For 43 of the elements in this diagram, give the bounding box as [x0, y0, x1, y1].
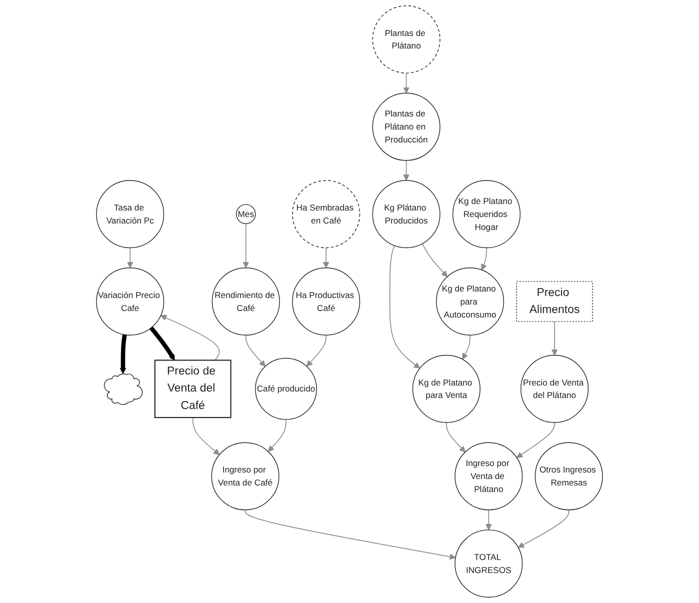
node-circle: Ingreso por Venta de Plátano: [454, 442, 523, 510]
node-box: Precio de Venta del Café: [154, 360, 232, 418]
arrow: [480, 247, 487, 270]
node-circle: Café producido: [255, 358, 317, 420]
arrow: [486, 509, 492, 530]
arrow: [322, 247, 330, 268]
node-circle: Kg de Platano para Autoconsumo: [436, 267, 504, 336]
node-circle: Plantas de Plátano: [372, 5, 440, 74]
node-circle: Tasa de Variación Pc: [96, 180, 164, 248]
arrow: [403, 72, 410, 94]
arrow: [160, 314, 220, 361]
node-circle: Ha Sembradas en Café: [292, 180, 360, 248]
arrow: [192, 417, 220, 455]
arrow: [126, 247, 134, 268]
node-circle: Kg de Platano Requeridos Hogar: [452, 180, 521, 248]
node-circle: Precio de Venta del Plátano: [520, 354, 589, 423]
node-circle: Otros Ingresos Remesas: [534, 442, 603, 510]
node-circle: Rendimiento de Café: [212, 267, 280, 336]
node-circle: Ha Productivas Café: [292, 267, 360, 336]
arrow: [245, 334, 266, 367]
arrow: [120, 334, 127, 374]
node-circle: Mes: [236, 204, 256, 224]
node-circle: TOTAL INGRESOS: [454, 530, 523, 598]
node-cloud: [104, 374, 143, 405]
node-box: Precio Alimentos: [516, 281, 593, 322]
arrow: [422, 243, 448, 277]
node-circle: Variación Precio Cafe: [96, 267, 164, 336]
arrow: [306, 334, 327, 367]
arrow: [462, 334, 470, 360]
node-circle: Kg de Platano para Venta: [412, 354, 480, 423]
arrow: [446, 422, 466, 452]
arrow: [551, 321, 558, 356]
arrow: [516, 422, 555, 458]
arrow: [149, 326, 175, 360]
arrow: [268, 419, 286, 452]
arrow: [242, 223, 250, 268]
arrow: [389, 245, 420, 369]
arrow: [244, 509, 456, 560]
node-circle: Plantas de Plátano en Producción: [372, 92, 440, 161]
arrow: [403, 160, 410, 181]
node-circle: Ingreso por Venta de Café: [211, 442, 280, 510]
node-circle: Kg Plátano Producidos: [372, 180, 440, 248]
arrow: [518, 509, 570, 548]
